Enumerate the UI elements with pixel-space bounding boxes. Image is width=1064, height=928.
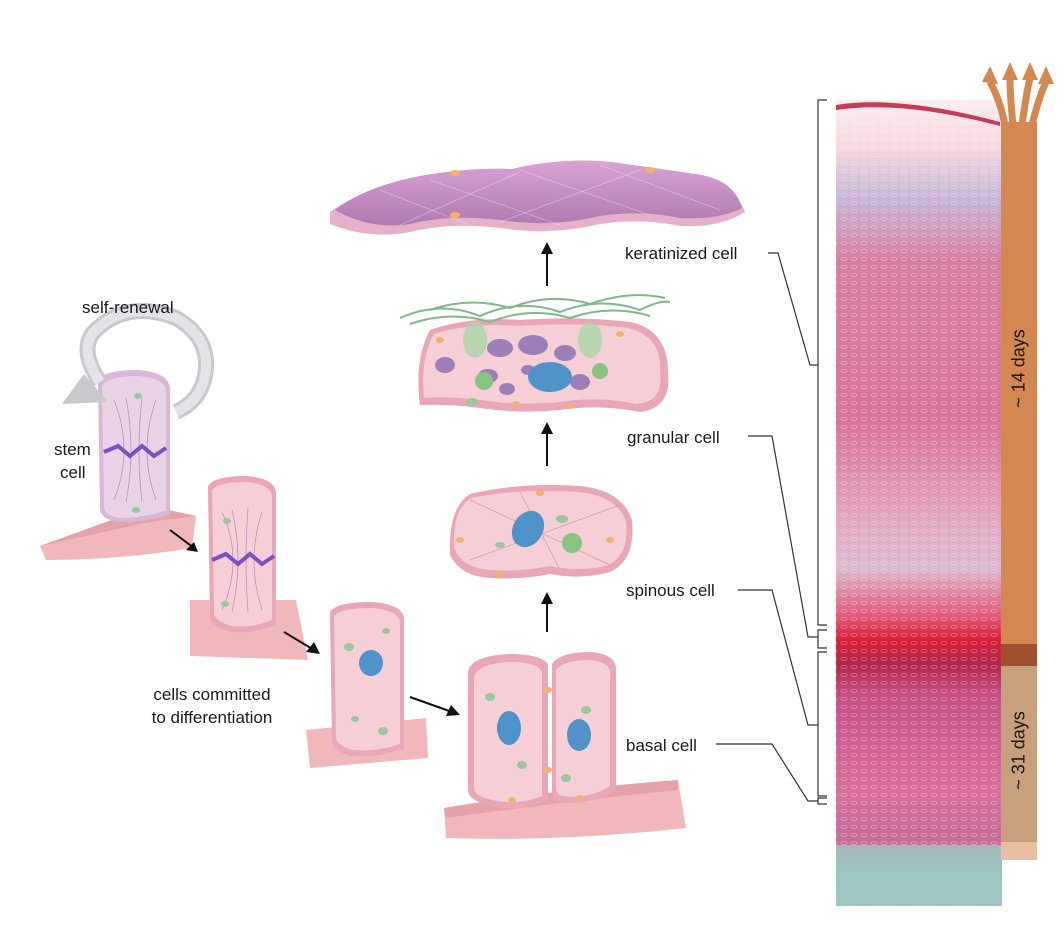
committed-label-line1: cells committed [153, 685, 271, 704]
layer-brackets [817, 99, 827, 805]
stem-cell-label-line2: cell [60, 463, 86, 482]
keratinized-cell [330, 160, 745, 235]
basal-cells [444, 652, 686, 839]
granular-cell [399, 294, 671, 412]
lower-duration-label: ~ 31 days [1008, 711, 1029, 790]
granular-cell-label: granular cell [627, 428, 720, 447]
timeline-bar [982, 62, 1054, 860]
committed-cell [306, 602, 428, 768]
spinous-cell-label: spinous cell [626, 581, 715, 600]
histology-section [836, 100, 1002, 906]
keratinized-cell-label: keratinized cell [625, 244, 738, 263]
leader-lines [716, 252, 818, 802]
stem-cell-label-line1: stem [54, 440, 91, 459]
progression-arrows [169, 242, 553, 716]
stem-cell [40, 370, 196, 560]
self-renewal-label: self-renewal [82, 298, 174, 317]
basal-cell-label: basal cell [626, 736, 697, 755]
spinous-cell [449, 485, 633, 579]
shedding-arrows-icon [982, 62, 1054, 126]
committed-label-line2: to differentiation [151, 708, 273, 727]
upper-duration-label: ~ 14 days [1008, 329, 1029, 408]
self-renewal-arrow-icon [62, 302, 215, 420]
dividing-cell [190, 476, 308, 660]
